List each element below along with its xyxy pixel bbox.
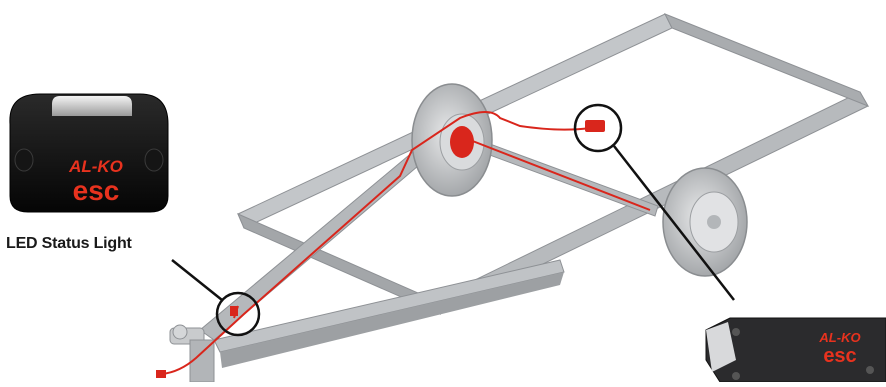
wiring-drawbar (161, 111, 591, 375)
led-logo-esc: esc (73, 175, 120, 206)
callout-led (171, 259, 261, 337)
wiring-axle (469, 139, 651, 211)
drawbar-tongue (189, 339, 215, 383)
esc-unit-logo-alko: AL-KO (818, 330, 860, 345)
led-connector (230, 306, 238, 316)
frame-rear-rail (663, 13, 870, 107)
left-wheel (411, 83, 493, 197)
coupling-jockey (172, 324, 188, 340)
callout-esc-unit (573, 103, 735, 301)
led-logo-alko: AL-KO (68, 157, 123, 176)
trailer-frame (169, 13, 870, 383)
esc-control-unit (585, 120, 605, 132)
plug-connector (156, 370, 166, 378)
drawbar-underside (220, 272, 564, 368)
esc-control-unit-product: AL-KO esc (705, 317, 886, 383)
right-wheel (662, 167, 748, 277)
led-status-light-label: LED Status Light (6, 235, 132, 252)
esc-unit-logo-esc: esc (823, 345, 856, 367)
led-status-light-product: AL-KO esc (9, 93, 169, 213)
